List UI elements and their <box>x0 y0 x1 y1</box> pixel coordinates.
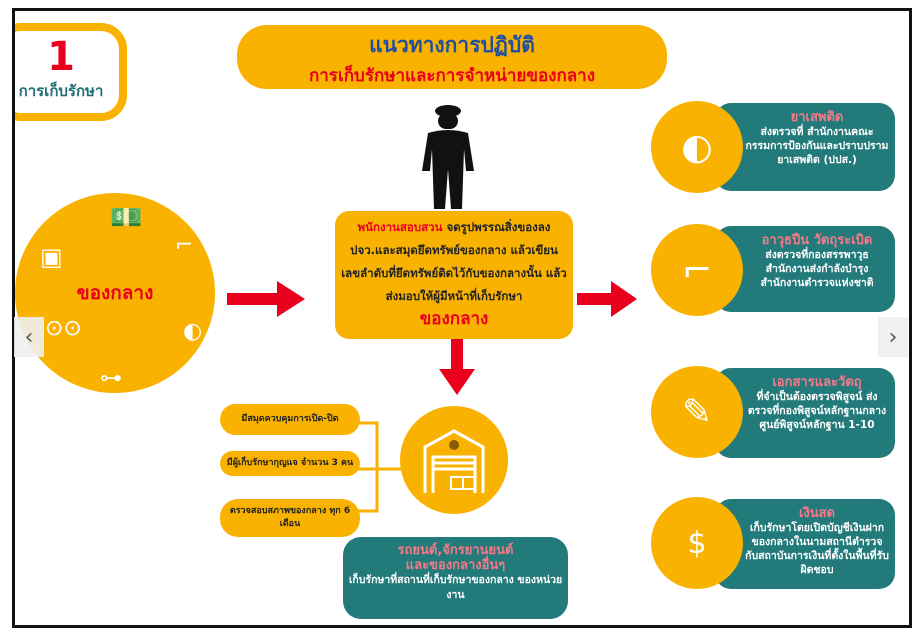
carousel-next-button[interactable]: › <box>878 317 908 357</box>
title-banner: แนวทางการปฏิบัติ การเก็บรักษาและการจำหน่… <box>237 25 667 89</box>
infographic-slide: 1 การเก็บรักษา แนวทางการปฏิบัติ การเก็บร… <box>12 8 912 628</box>
category-title: ยาเสพติด <box>790 110 844 125</box>
procedure-text: จดรูปพรรณสิ่งของลง ปจว.และสมุดยึดทรัพย์ข… <box>341 220 567 303</box>
chevron-left-icon: ‹ <box>24 324 34 350</box>
storage-rule: มีสมุดควบคุมการเปิด-ปิด <box>220 404 360 435</box>
category-drugs: ยาเสพติดส่งตรวจที่ สำนักงานคณะกรรมการป้อ… <box>715 103 895 191</box>
pills-icon: ◐ <box>183 319 203 344</box>
category-text: ที่จำเป็นต้องตรวจพิสูจน์ ส่งตรวจที่กองพิ… <box>747 391 887 431</box>
category-text: ส่งตรวจที่กองสรรพาวุธ สำนักงานส่งกำลังบำ… <box>760 249 874 289</box>
evidence-circle: ของกลาง <box>15 193 215 393</box>
chevron-right-icon: › <box>888 324 898 350</box>
step-badge: 1 การเก็บรักษา <box>15 23 127 121</box>
carousel-prev-button[interactable]: ‹ <box>14 317 44 357</box>
car-icon: ⊶ <box>100 366 122 391</box>
vehicles-box: รถยนต์,จักรยานยนต์ และของกลางอื่นๆ เก็บร… <box>343 537 568 619</box>
arrow-right-icon <box>577 281 637 317</box>
vehicles-text: เก็บรักษาที่สถานที่เก็บรักษาของกลาง ของห… <box>348 574 563 601</box>
treasure-chest-icon: ▣ <box>40 243 63 271</box>
investigator-label: พนักงานสอบสวน <box>357 220 443 234</box>
vehicles-title: รถยนต์,จักรยานยนต์ และของกลางอื่นๆ <box>397 543 514 573</box>
category-text: ส่งตรวจที่ สำนักงานคณะกรรมการป้องกันและป… <box>745 126 889 166</box>
document-icon: ✎ <box>651 366 743 458</box>
police-officer-icon <box>422 105 474 209</box>
motorcycle-icon: ⊙⊙ <box>45 316 82 341</box>
cash-icon: $ <box>651 497 743 589</box>
pills-icon: ◐ <box>651 101 743 193</box>
step-label: การเก็บรักษา <box>18 82 104 100</box>
category-title: อาวุธปืน วัตถุระเบิด <box>761 233 873 248</box>
category-weapons: อาวุธปืน วัตถุระเบิดส่งตรวจที่กองสรรพาวุ… <box>715 226 895 312</box>
cash-icon: 💵 <box>110 203 143 233</box>
title-line1: แนวทางการปฏิบัติ <box>369 33 535 57</box>
procedure-emphasis: ของกลาง <box>419 309 489 329</box>
category-title: เอกสารและวัตถุ <box>772 375 862 390</box>
step-number: 1 <box>47 34 75 80</box>
arrow-right-icon <box>227 281 305 317</box>
arrow-down-icon <box>439 339 475 395</box>
gun-icon: ⌐ <box>651 224 743 316</box>
evidence-label: ของกลาง <box>76 282 154 304</box>
category-cash: เงินสดเก็บรักษาโดยเปิดบัญชีเงินฝากของกลา… <box>715 499 895 589</box>
gun-icon: ⌐ <box>175 233 194 258</box>
storage-rule: ตรวจสอบสภาพของกลาง ทุก 6 เดือน <box>220 499 360 537</box>
warehouse-icon <box>423 429 485 493</box>
title-line2: การเก็บรักษาและการจำหน่ายของกลาง <box>308 66 596 86</box>
category-title: เงินสด <box>798 506 836 521</box>
category-documents: เอกสารและวัตถุที่จำเป็นต้องตรวจพิสูจน์ ส… <box>715 368 895 458</box>
category-text: เก็บรักษาโดยเปิดบัญชีเงินฝากของกลางในนาม… <box>745 522 889 576</box>
storage-rule: มีผู้เก็บรักษากุญแจ จำนวน 3 คน <box>220 451 360 476</box>
warehouse-circle <box>400 406 508 514</box>
procedure-box: พนักงานสอบสวน จดรูปพรรณสิ่งของลง ปจว.และ… <box>335 211 573 339</box>
